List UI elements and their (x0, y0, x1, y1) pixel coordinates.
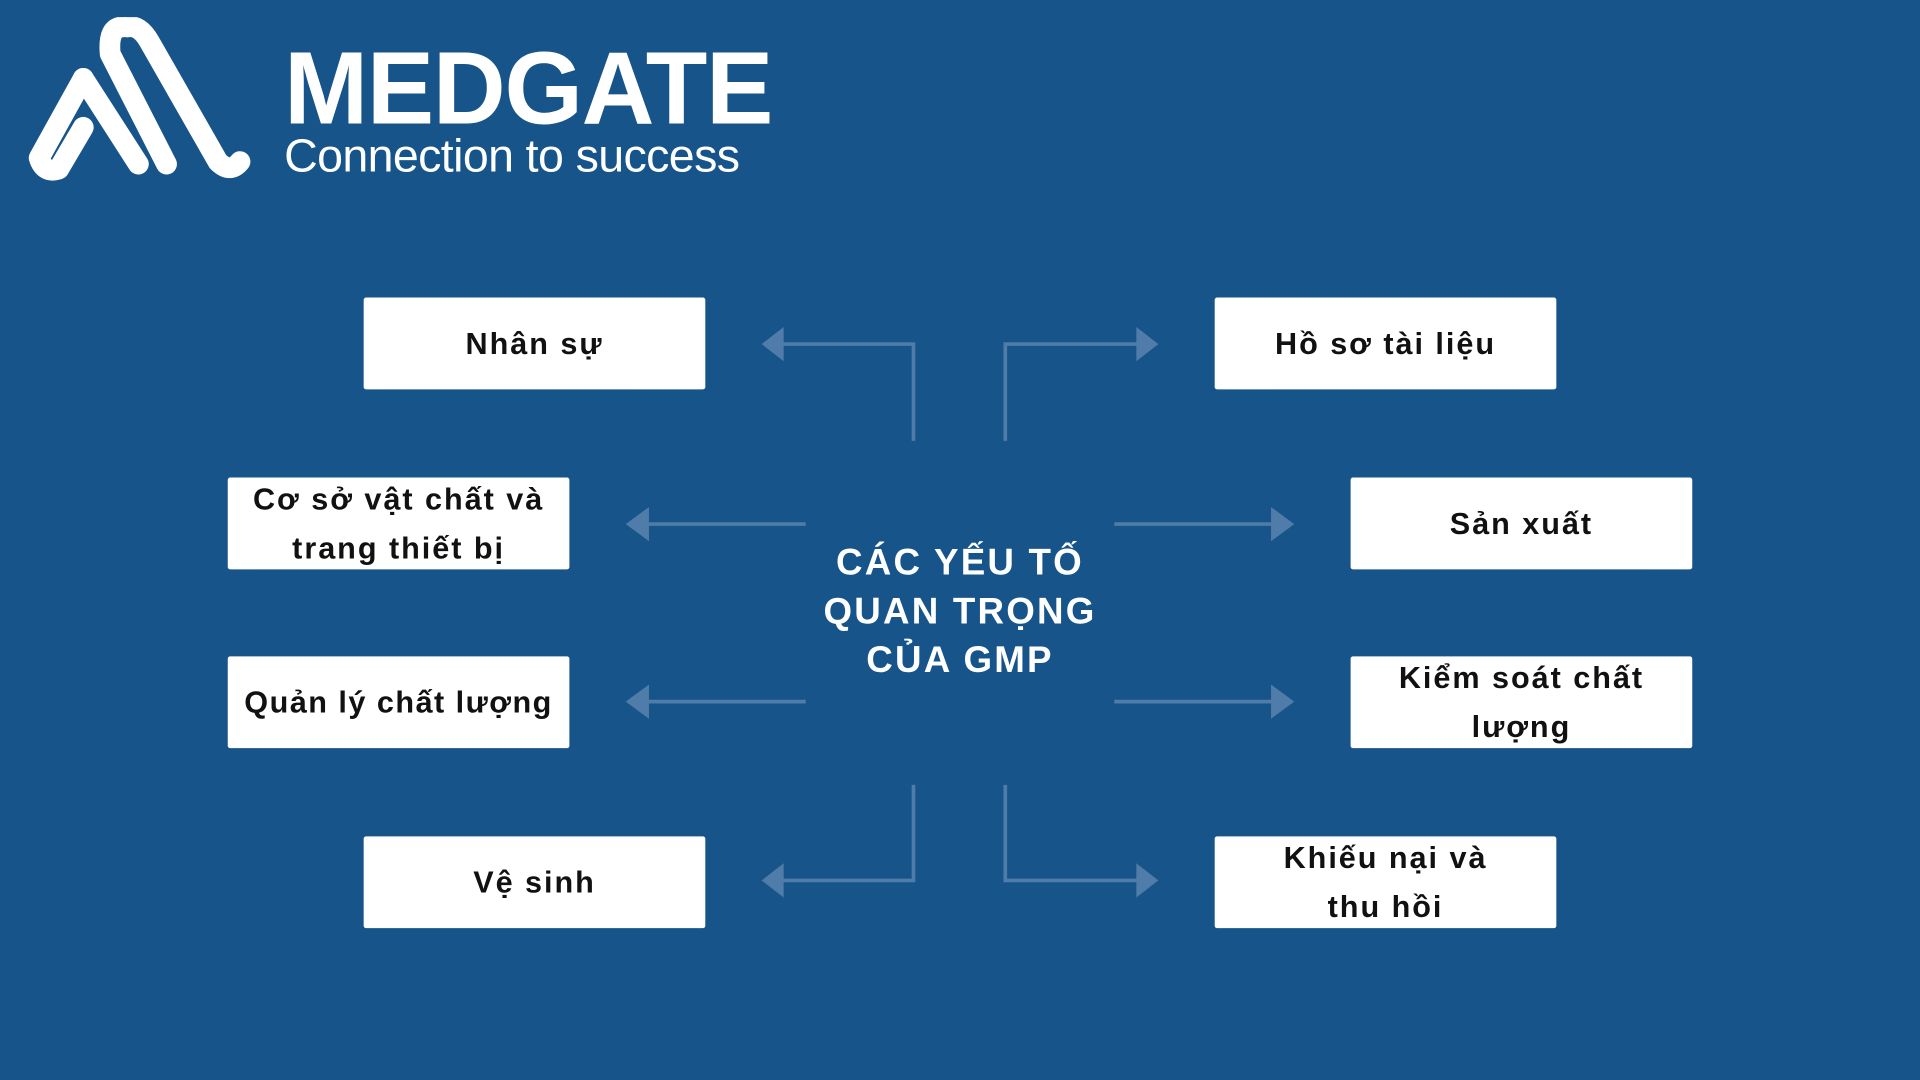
arrowhead-icon (1271, 684, 1295, 719)
center-title-line: CÁC YẾU TỐ (836, 542, 1084, 583)
arrowhead-icon (761, 863, 784, 898)
factor-ho-so-tai-lieu: Hồ sơ tài liệu (1214, 297, 1557, 390)
factor-san-xuat: Sản xuất (1350, 477, 1693, 570)
arrow-to-khieu-nai (1003, 784, 1139, 883)
arrowhead-icon (625, 506, 649, 542)
arrow-to-ve-sinh (778, 784, 916, 883)
center-title: CÁC YẾU TỐ QUAN TRỌNG CỦA GMP (776, 539, 1143, 686)
brand-tagline: Connection to success (284, 131, 740, 183)
arrowhead-icon (625, 684, 649, 719)
factor-kiem-soat-chat-luong: Kiểm soát chất lượng (1350, 656, 1693, 749)
arrow-to-ho-so (1003, 342, 1139, 441)
arrow-to-nhan-su (778, 342, 916, 441)
factor-khieu-nai-thu-hoi: Khiếu nại và thu hồi (1214, 836, 1557, 929)
center-title-line: QUAN TRỌNG (823, 591, 1097, 632)
arrowhead-icon (1136, 863, 1159, 898)
arrowhead-icon (1271, 506, 1295, 542)
factor-quan-ly-chat-luong: Quản lý chất lượng (227, 656, 570, 749)
medgate-logo-icon (28, 17, 251, 181)
arrowhead-icon (761, 326, 784, 362)
factor-nhan-su: Nhân sự (363, 297, 706, 390)
center-title-line: CỦA GMP (866, 640, 1054, 681)
factor-ve-sinh: Vệ sinh (363, 836, 706, 929)
factor-co-so-vat-chat: Cơ sở vật chất và trang thiết bị (227, 477, 570, 570)
arrowhead-icon (1136, 326, 1159, 362)
brand-name: MEDGATE (284, 30, 773, 146)
